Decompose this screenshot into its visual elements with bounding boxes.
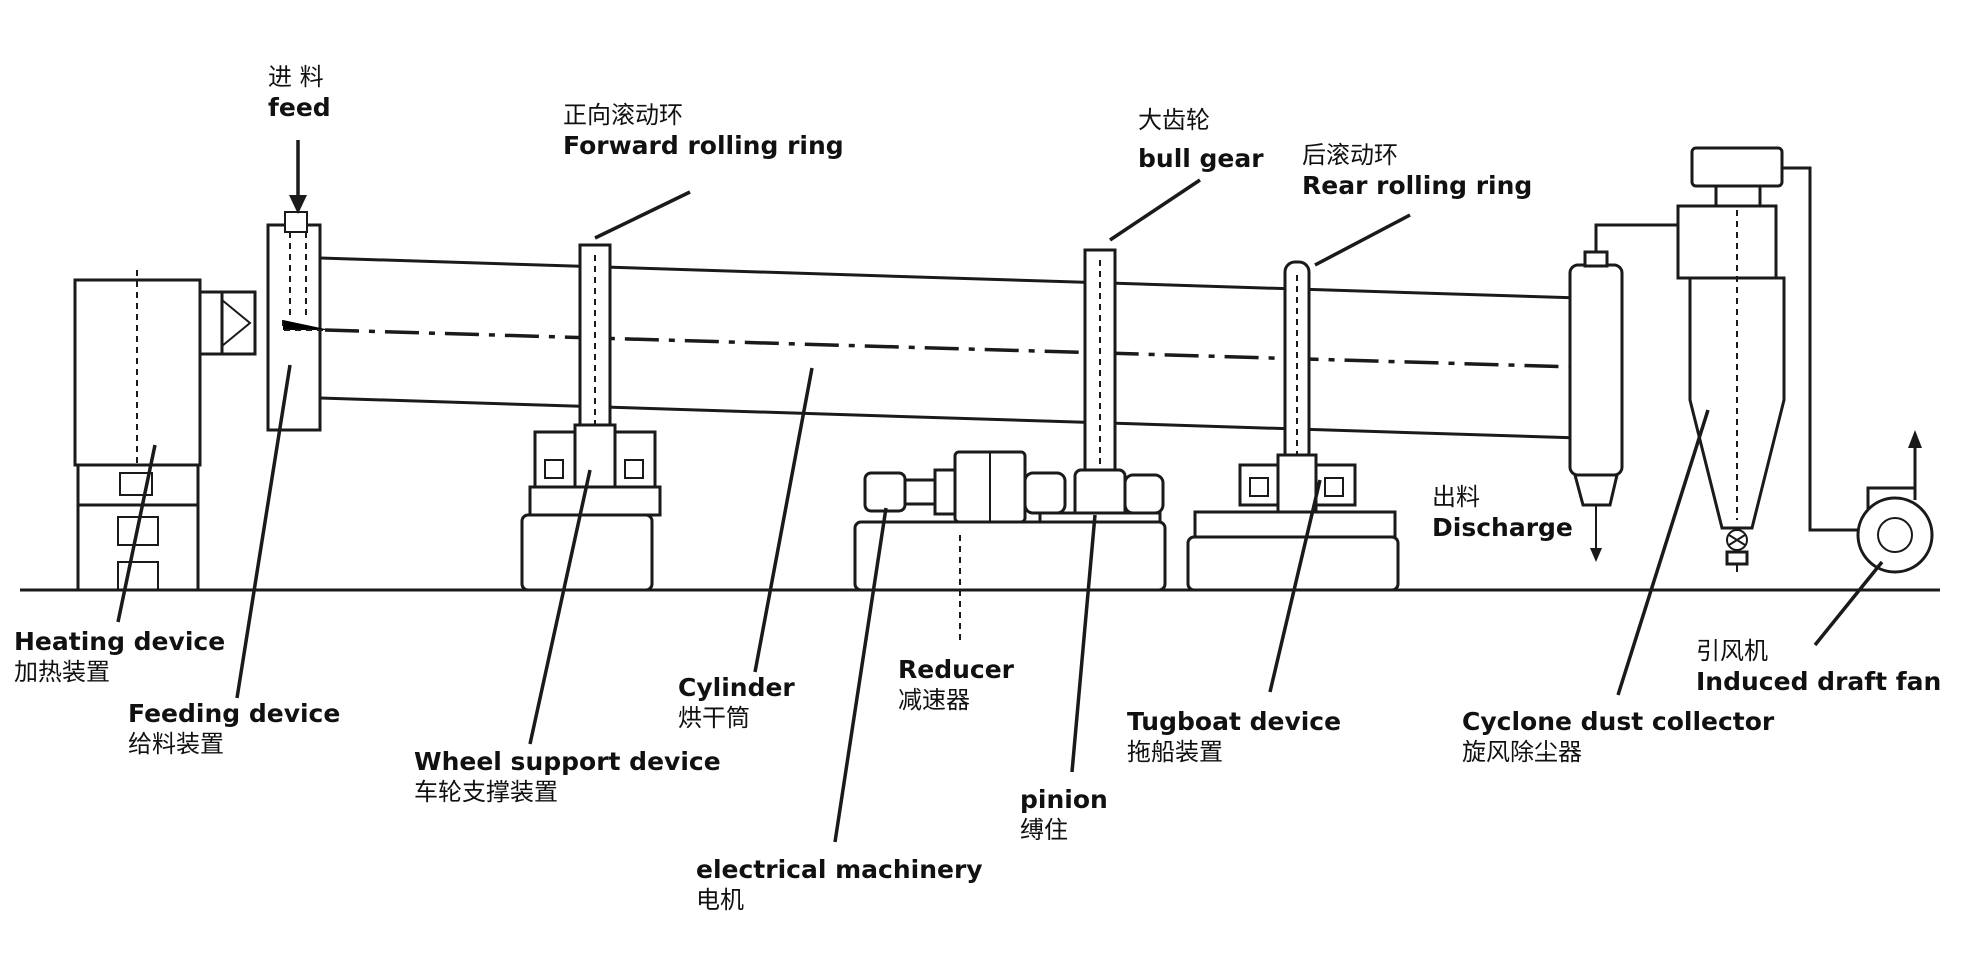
cyclone-label-zh: 旋风除尘器 [1462,738,1582,767]
tugboat-label-en: Tugboat device [1127,707,1342,736]
heating-label-zh: 加热装置 [14,658,110,687]
forward-ring-drawing [578,243,612,447]
electrical-label-zh: 电机 [696,886,744,915]
heating-device-drawing [73,270,257,592]
feeding-label-en: Feeding device [128,699,341,728]
feeding-device-drawing [266,211,330,432]
forward-ring-label-en: Forward rolling ring [563,131,844,160]
tugboat-device-drawing [1186,453,1400,592]
label-reducer: Reducer 减速器 [898,654,1014,715]
reducer-label-zh: 减速器 [898,686,970,715]
wheel-support-label-en: Wheel support device [414,747,721,776]
rear-ring-drawing [1283,260,1311,464]
label-tugboat-device: Tugboat device 拖船装置 [1127,706,1341,767]
feed-label-en: feed [268,93,331,122]
label-forward-ring: 正向滚动环 Forward rolling ring [563,100,844,161]
label-electrical-machinery: electrical machinery 电机 [696,854,983,915]
bull-gear-label-en: bull gear [1138,144,1264,173]
cylinder-label-en: Cylinder [678,673,795,702]
tugboat-label-zh: 拖船装置 [1127,738,1223,767]
wheel-support-label-zh: 车轮支撑装置 [414,778,558,807]
discharge-label-zh: 出料 [1432,483,1480,511]
fan-label-zh: 引风机 [1696,637,1768,665]
label-bull-gear: 大齿轮 bull gear [1138,105,1264,174]
label-cyclone-dust-collector: Cyclone dust collector 旋风除尘器 [1462,706,1774,767]
electrical-label-en: electrical machinery [696,855,983,884]
feed-arrow [289,140,307,214]
cylinder-drawing [319,256,1611,440]
leader-lines [116,178,1884,843]
rear-ring-label-zh: 后滚动环 [1302,141,1398,169]
label-discharge: 出料 Discharge [1432,482,1573,543]
forward-ring-label-zh: 正向滚动环 [563,101,683,129]
label-pinion: pinion 缚住 [1020,784,1108,845]
discharge-hopper-drawing [1568,250,1624,562]
pinion-label-zh: 缚住 [1020,816,1068,845]
rear-ring-label-en: Rear rolling ring [1302,171,1533,200]
cylinder-label-zh: 烘干筒 [678,704,750,733]
fan-label-en: Induced draft fan [1696,667,1942,696]
label-wheel-support-device: Wheel support device 车轮支撑装置 [414,746,721,807]
bull-gear-label-zh: 大齿轮 [1138,106,1210,134]
label-feed: 进 料 feed [268,62,331,123]
feeding-label-zh: 给料装置 [128,730,224,759]
label-heating-device: Heating device 加热装置 [14,626,225,687]
drive-assembly-drawing [853,450,1167,640]
fan-drawing [1856,430,1934,574]
label-rear-ring: 后滚动环 Rear rolling ring [1302,140,1532,201]
wheel-support-drawing [520,423,662,592]
reducer-label-en: Reducer [898,655,1015,684]
bull-gear-drawing [1083,248,1117,474]
label-induced-draft-fan: 引风机 Induced draft fan [1696,636,1941,697]
cyclone-drawing [1676,146,1786,572]
feed-label-zh: 进 料 [268,63,324,91]
discharge-label-en: Discharge [1432,513,1573,542]
cyclone-label-en: Cyclone dust collector [1462,707,1775,736]
duct-pipes-drawing [1594,166,1865,532]
label-cylinder: Cylinder 烘干筒 [678,672,795,733]
pinion-label-en: pinion [1020,785,1108,814]
heating-label-en: Heating device [14,627,226,656]
label-feeding-device: Feeding device 给料装置 [128,698,340,759]
